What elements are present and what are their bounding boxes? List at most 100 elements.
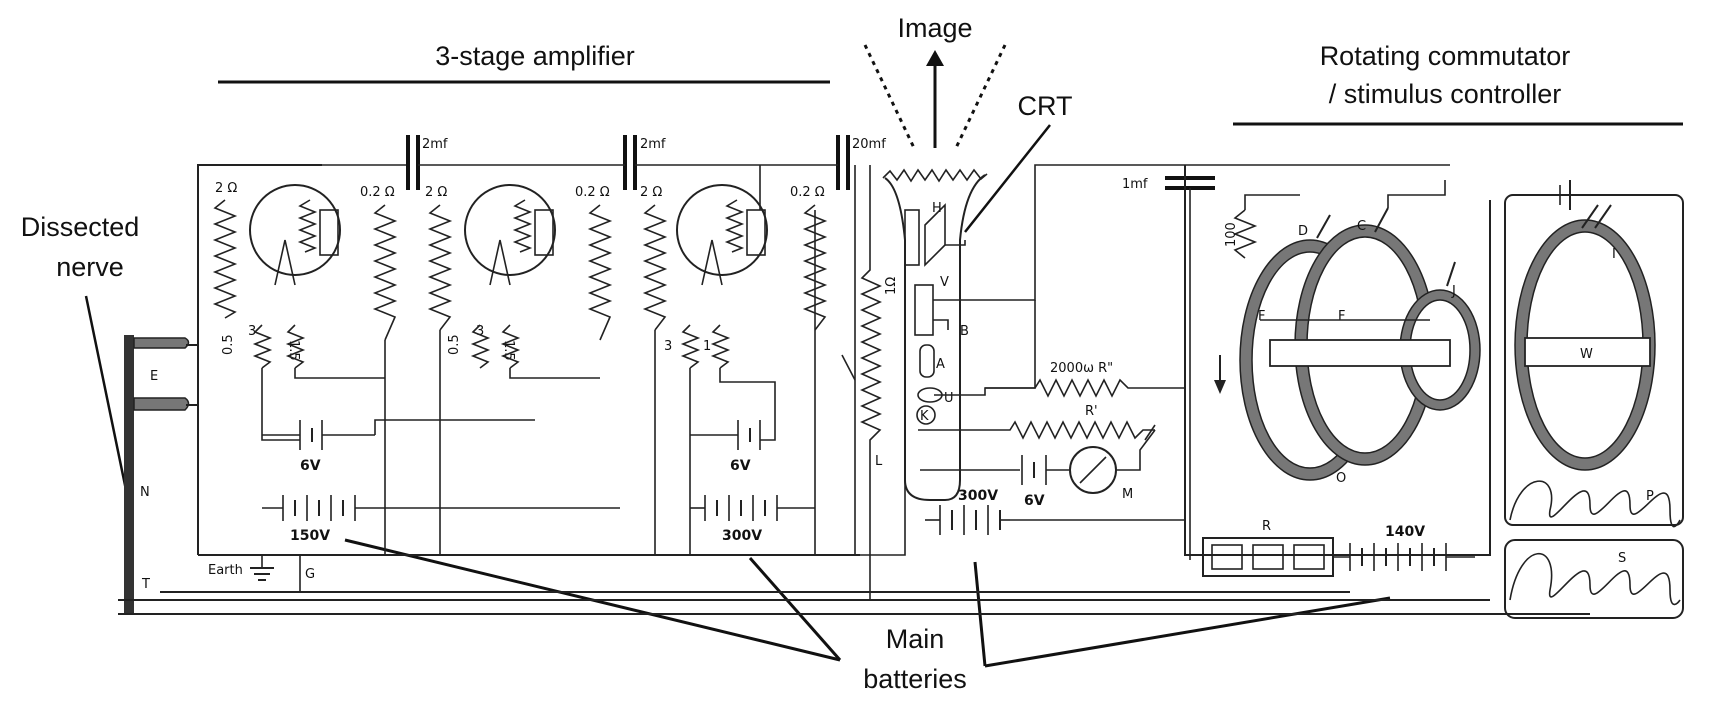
label-batt-300v-1: 300V <box>722 528 762 544</box>
battery-150v <box>262 495 385 521</box>
coil-secondary-s <box>1509 552 1681 606</box>
label-batt-140v: 140V <box>1385 524 1425 540</box>
label-o: O <box>1336 471 1346 486</box>
label-r-2ohm-3: 2 Ω <box>640 185 662 200</box>
label-f2: F <box>1338 309 1345 324</box>
shaft-w <box>1524 337 1651 367</box>
commutator-label-line2: / stimulus controller <box>1329 79 1562 109</box>
crt-anode <box>919 344 935 378</box>
label-d: D <box>1298 224 1308 239</box>
nerve-label-line1: Dissected <box>21 212 140 242</box>
label-u: U <box>944 391 954 406</box>
electrode-e-lower <box>133 397 190 411</box>
label-r-3-3: 3 <box>664 339 672 354</box>
label-cap4: 1mf <box>1122 177 1148 192</box>
battery-pointer-140v <box>984 596 1391 668</box>
label-r-05-1: 0.5 <box>221 334 236 355</box>
annotation-layer: 3-stage amplifier Image CRT Rotating com… <box>21 13 1683 694</box>
image-cone-right <box>953 44 1007 151</box>
earth-symbol <box>250 555 274 581</box>
electrode-e-upper <box>133 337 190 349</box>
label-batt-6v-1: 6V <box>300 458 321 474</box>
nerve-pointer <box>84 295 128 491</box>
label-n: N <box>140 485 150 500</box>
label-i: I <box>1612 247 1616 262</box>
label-k: K <box>920 409 929 424</box>
crt-screen <box>882 168 988 183</box>
resistor-r-prime <box>918 420 1155 440</box>
batteries-label-line2: batteries <box>863 664 967 694</box>
nerve-label-line2: nerve <box>56 252 124 282</box>
label-cap1: 2mf <box>422 137 448 152</box>
amplifier-label: 3-stage amplifier <box>435 41 635 71</box>
coil-primary-p <box>1509 480 1681 528</box>
image-label: Image <box>897 13 972 43</box>
label-s: S <box>1618 551 1626 566</box>
label-v: V <box>940 275 949 290</box>
battery-300v-1 <box>690 495 815 521</box>
battery-pointer-300v <box>748 557 842 661</box>
crt-plate-v <box>914 284 934 336</box>
commutator-label-line1: Rotating commutator <box>1320 41 1571 71</box>
amp-left-rail <box>197 164 322 555</box>
label-c: C <box>1357 219 1366 234</box>
battery-6v-2 <box>690 420 761 450</box>
tube1-filament <box>274 239 296 286</box>
label-batt-6v-3: 6V <box>1024 493 1045 509</box>
vacuum-tube-3 <box>676 184 768 276</box>
crt-label: CRT <box>1017 91 1072 121</box>
label-p: P <box>1646 489 1654 504</box>
crt-tube <box>884 174 986 501</box>
label-r-2000: 2000ω R" <box>1050 361 1113 376</box>
label-m: M <box>1122 487 1133 502</box>
label-batt-6v-2: 6V <box>730 458 751 474</box>
label-r-05-2: 0.5 <box>447 334 462 355</box>
crt-cathode <box>916 405 936 425</box>
label-b: B <box>960 324 969 339</box>
label-earth: Earth <box>208 563 243 578</box>
vacuum-tube-1 <box>249 184 341 276</box>
label-r: R <box>1262 519 1271 534</box>
resistor-r-block <box>1202 537 1334 577</box>
circuit-drawing: E N T 2 Ω 0.5 3 1.5 6V <box>118 135 1684 619</box>
image-cone-left <box>863 44 917 151</box>
label-r-02ohm-2: 0.2 Ω <box>575 185 610 200</box>
battery-300v-2 <box>925 505 1010 535</box>
image-arrowhead <box>926 50 944 66</box>
label-batt-300v-2: 300V <box>958 488 998 504</box>
label-l: L <box>875 454 883 469</box>
label-r-02ohm-1: 0.2 Ω <box>360 185 395 200</box>
resistor-100 <box>1232 209 1258 259</box>
label-r-1-3: 1 <box>703 339 711 354</box>
label-t: T <box>141 577 150 592</box>
label-r-2ohm-2: 2 Ω <box>425 185 447 200</box>
label-cap2: 2mf <box>640 137 666 152</box>
label-r-1ohm: 1Ω <box>884 277 899 295</box>
label-r-100: 100 <box>1224 222 1239 247</box>
label-g: G <box>305 567 315 582</box>
battery-6v-3 <box>920 455 1070 485</box>
label-f1: F <box>1258 309 1265 324</box>
label-w: W <box>1580 347 1593 362</box>
induction-coil-box: W I P S <box>1504 180 1684 619</box>
label-r-prime: R' <box>1085 404 1098 419</box>
label-e: E <box>150 369 158 384</box>
label-h: H <box>932 201 942 216</box>
commutator-shaft <box>1269 339 1451 367</box>
resistor-r-double-prime <box>985 378 1140 398</box>
battery-6v-1 <box>262 420 375 450</box>
batteries-label-line1: Main <box>886 624 945 654</box>
label-r-3-2: 3 <box>476 324 484 339</box>
battery-140v <box>1333 543 1475 571</box>
resistor-stage1-grid <box>212 199 238 319</box>
tube1-plate <box>319 209 339 256</box>
label-batt-150v: 150V <box>290 528 330 544</box>
nerve-electrode-rod <box>124 335 134 615</box>
vacuum-tube-2 <box>464 184 556 276</box>
commutator-box: 100 D C F F J O R <box>1184 165 1491 577</box>
label-a: A <box>936 357 945 372</box>
label-r-3-1: 3 <box>248 324 256 339</box>
label-r-2ohm-1: 2 Ω <box>215 181 237 196</box>
label-r-02ohm-3: 0.2 Ω <box>790 185 825 200</box>
